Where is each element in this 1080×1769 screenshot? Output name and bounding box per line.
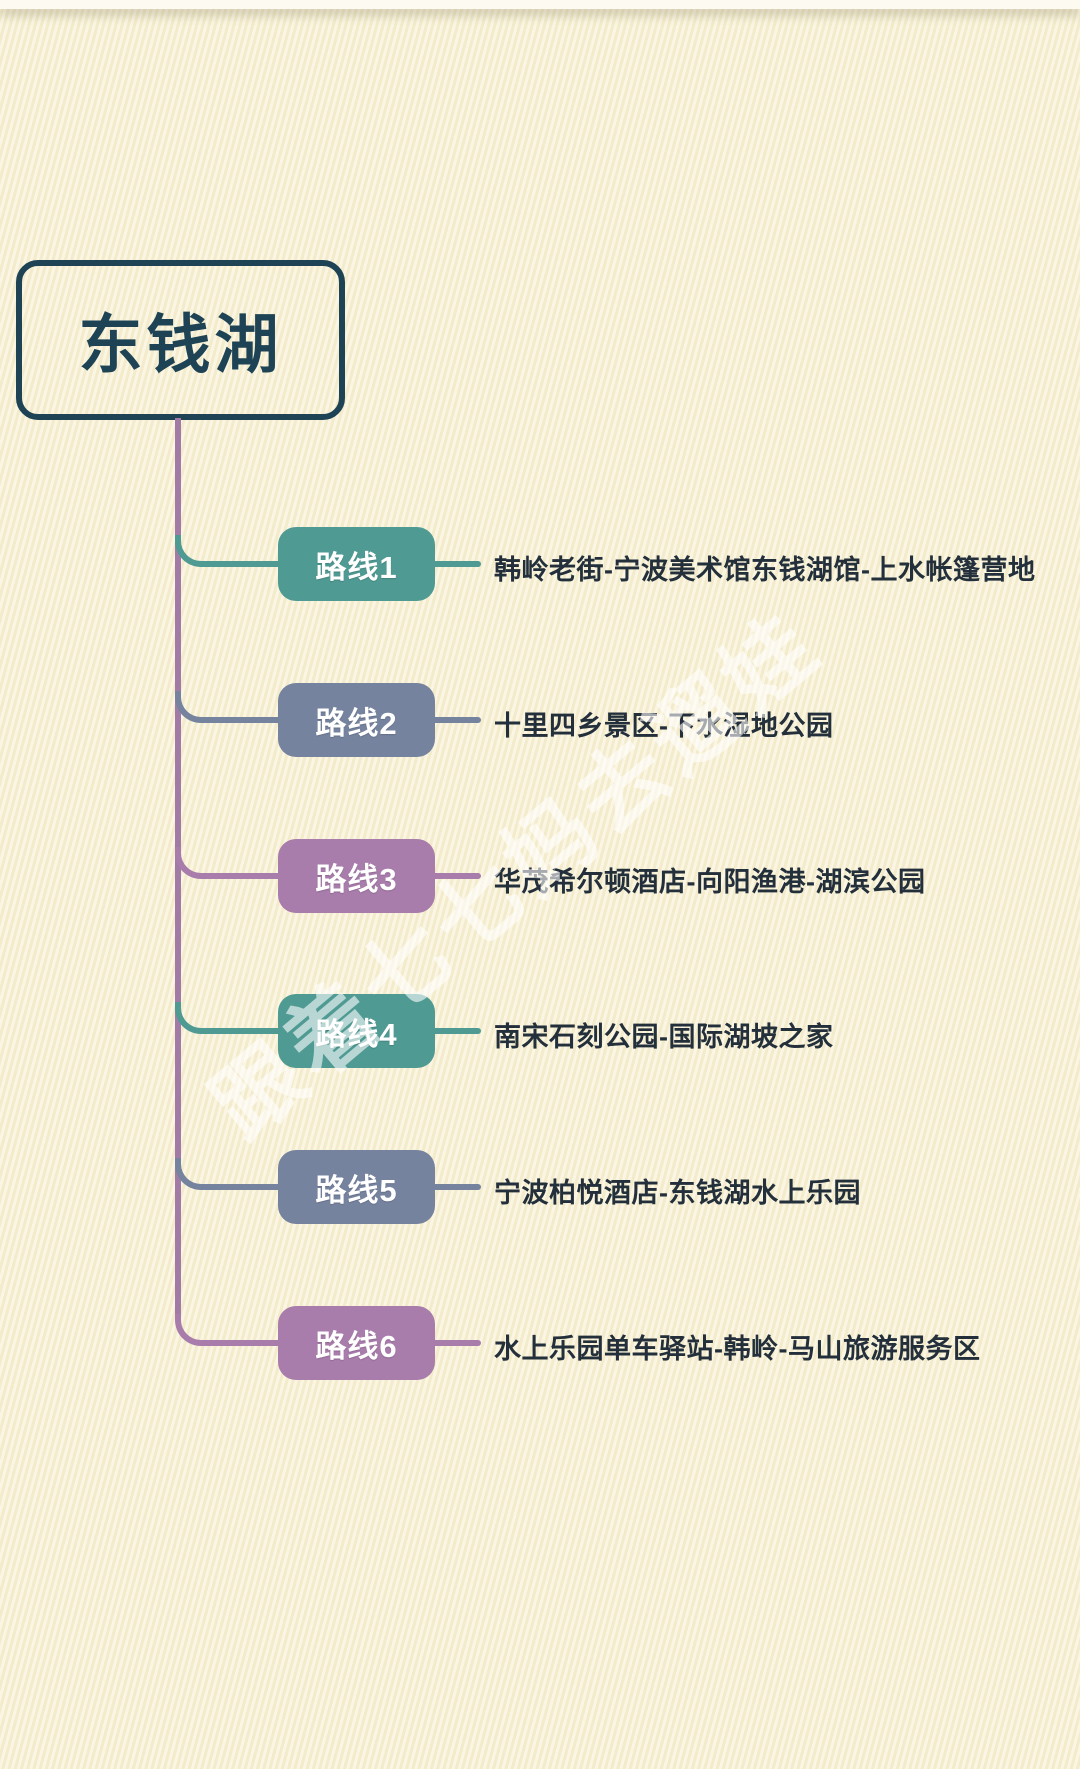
- branch-line-left: [203, 873, 278, 879]
- route-description: 宁波柏悦酒店-东钱湖水上乐园: [494, 1178, 861, 1208]
- branch-elbow-connector: [175, 535, 205, 567]
- route-node-label: 路线5: [315, 1172, 398, 1208]
- branch-elbow-connector: [175, 691, 205, 723]
- route-node-label: 路线3: [315, 861, 398, 897]
- root-node: 东钱湖: [16, 260, 345, 420]
- route-description: 韩岭老街-宁波美术馆东钱湖馆-上水帐篷营地: [494, 555, 1036, 585]
- branch-elbow-connector: [175, 1314, 205, 1346]
- root-node-title: 东钱湖: [78, 309, 283, 381]
- branch-line-right: [435, 1184, 481, 1190]
- trunk-line: [175, 418, 181, 1316]
- branch-line-left: [203, 1184, 278, 1190]
- route-node: 路线5: [278, 1150, 435, 1224]
- route-node: 路线3: [278, 839, 435, 913]
- route-node: 路线1: [278, 527, 435, 601]
- route-node: 路线6: [278, 1306, 435, 1380]
- branch-line-right: [435, 1028, 481, 1034]
- route-node-label: 路线6: [315, 1328, 398, 1364]
- route-node-label: 路线1: [315, 549, 398, 585]
- branch-line-right: [435, 1340, 481, 1346]
- route-node-label: 路线4: [315, 1016, 398, 1052]
- branch-line-left: [203, 717, 278, 723]
- branch-line-left: [203, 1340, 278, 1346]
- branch-elbow-connector: [175, 847, 205, 879]
- branch-line-left: [203, 1028, 278, 1034]
- branch-elbow-connector: [175, 1158, 205, 1190]
- branch-elbow-connector: [175, 1002, 205, 1034]
- page-top-edge: [0, 0, 1080, 9]
- route-node-label: 路线2: [315, 705, 398, 741]
- route-description: 水上乐园单车驿站-韩岭-马山旅游服务区: [494, 1334, 981, 1364]
- route-node: 路线2: [278, 683, 435, 757]
- route-description: 南宋石刻公园-国际湖坡之家: [494, 1022, 834, 1052]
- branch-line-left: [203, 561, 278, 567]
- branch-line-right: [435, 717, 481, 723]
- route-node: 路线4: [278, 994, 435, 1068]
- route-description: 华茂希尔顿酒店-向阳渔港-湖滨公园: [494, 867, 926, 897]
- branch-line-right: [435, 873, 481, 879]
- route-description: 十里四乡景区-下水湿地公园: [494, 711, 834, 741]
- branch-line-right: [435, 561, 481, 567]
